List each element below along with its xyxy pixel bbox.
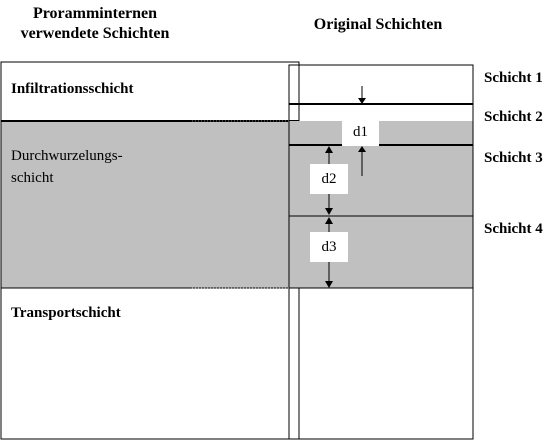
- label-durchwurzelungsschicht-line-2: schicht: [11, 170, 54, 186]
- d3-arrowhead-bottom: [325, 281, 333, 288]
- label-transportschicht: Transportschicht: [11, 305, 121, 321]
- label-infiltrationsschicht: Infiltrationsschicht: [11, 81, 134, 97]
- dimension-d3: d3: [310, 232, 348, 262]
- d2-arrowhead-bottom: [325, 208, 333, 215]
- right-shade: [289, 121, 473, 288]
- label-schicht-1: Schicht 1: [484, 70, 543, 86]
- d1-arrowhead-top: [358, 98, 366, 104]
- left-shade-durchwurzelung: [1, 121, 299, 288]
- right-column-box: [288, 64, 474, 440]
- d1-arrowhead-bottom: [358, 146, 366, 152]
- d2-arrowhead-top: [325, 146, 333, 153]
- d3-arrowhead-top: [325, 217, 333, 224]
- dimension-d1: d1: [342, 118, 379, 146]
- left-header-line-2: verwendete Schichten: [20, 25, 170, 42]
- left-header-line-1: Proramminternen: [32, 5, 158, 22]
- left-header: Proramminternen verwendete Schichten: [0, 4, 190, 44]
- dimension-d2: d2: [310, 164, 348, 194]
- label-durchwurzelungsschicht: Durchwurzelungs- schicht: [11, 146, 123, 188]
- label-schicht-2: Schicht 2: [484, 109, 543, 125]
- label-durchwurzelungsschicht-line-1: Durchwurzelungs-: [11, 148, 123, 164]
- right-header: Original Schichten: [313, 16, 443, 33]
- label-schicht-4: Schicht 4: [484, 221, 543, 237]
- label-schicht-3: Schicht 3: [484, 150, 543, 166]
